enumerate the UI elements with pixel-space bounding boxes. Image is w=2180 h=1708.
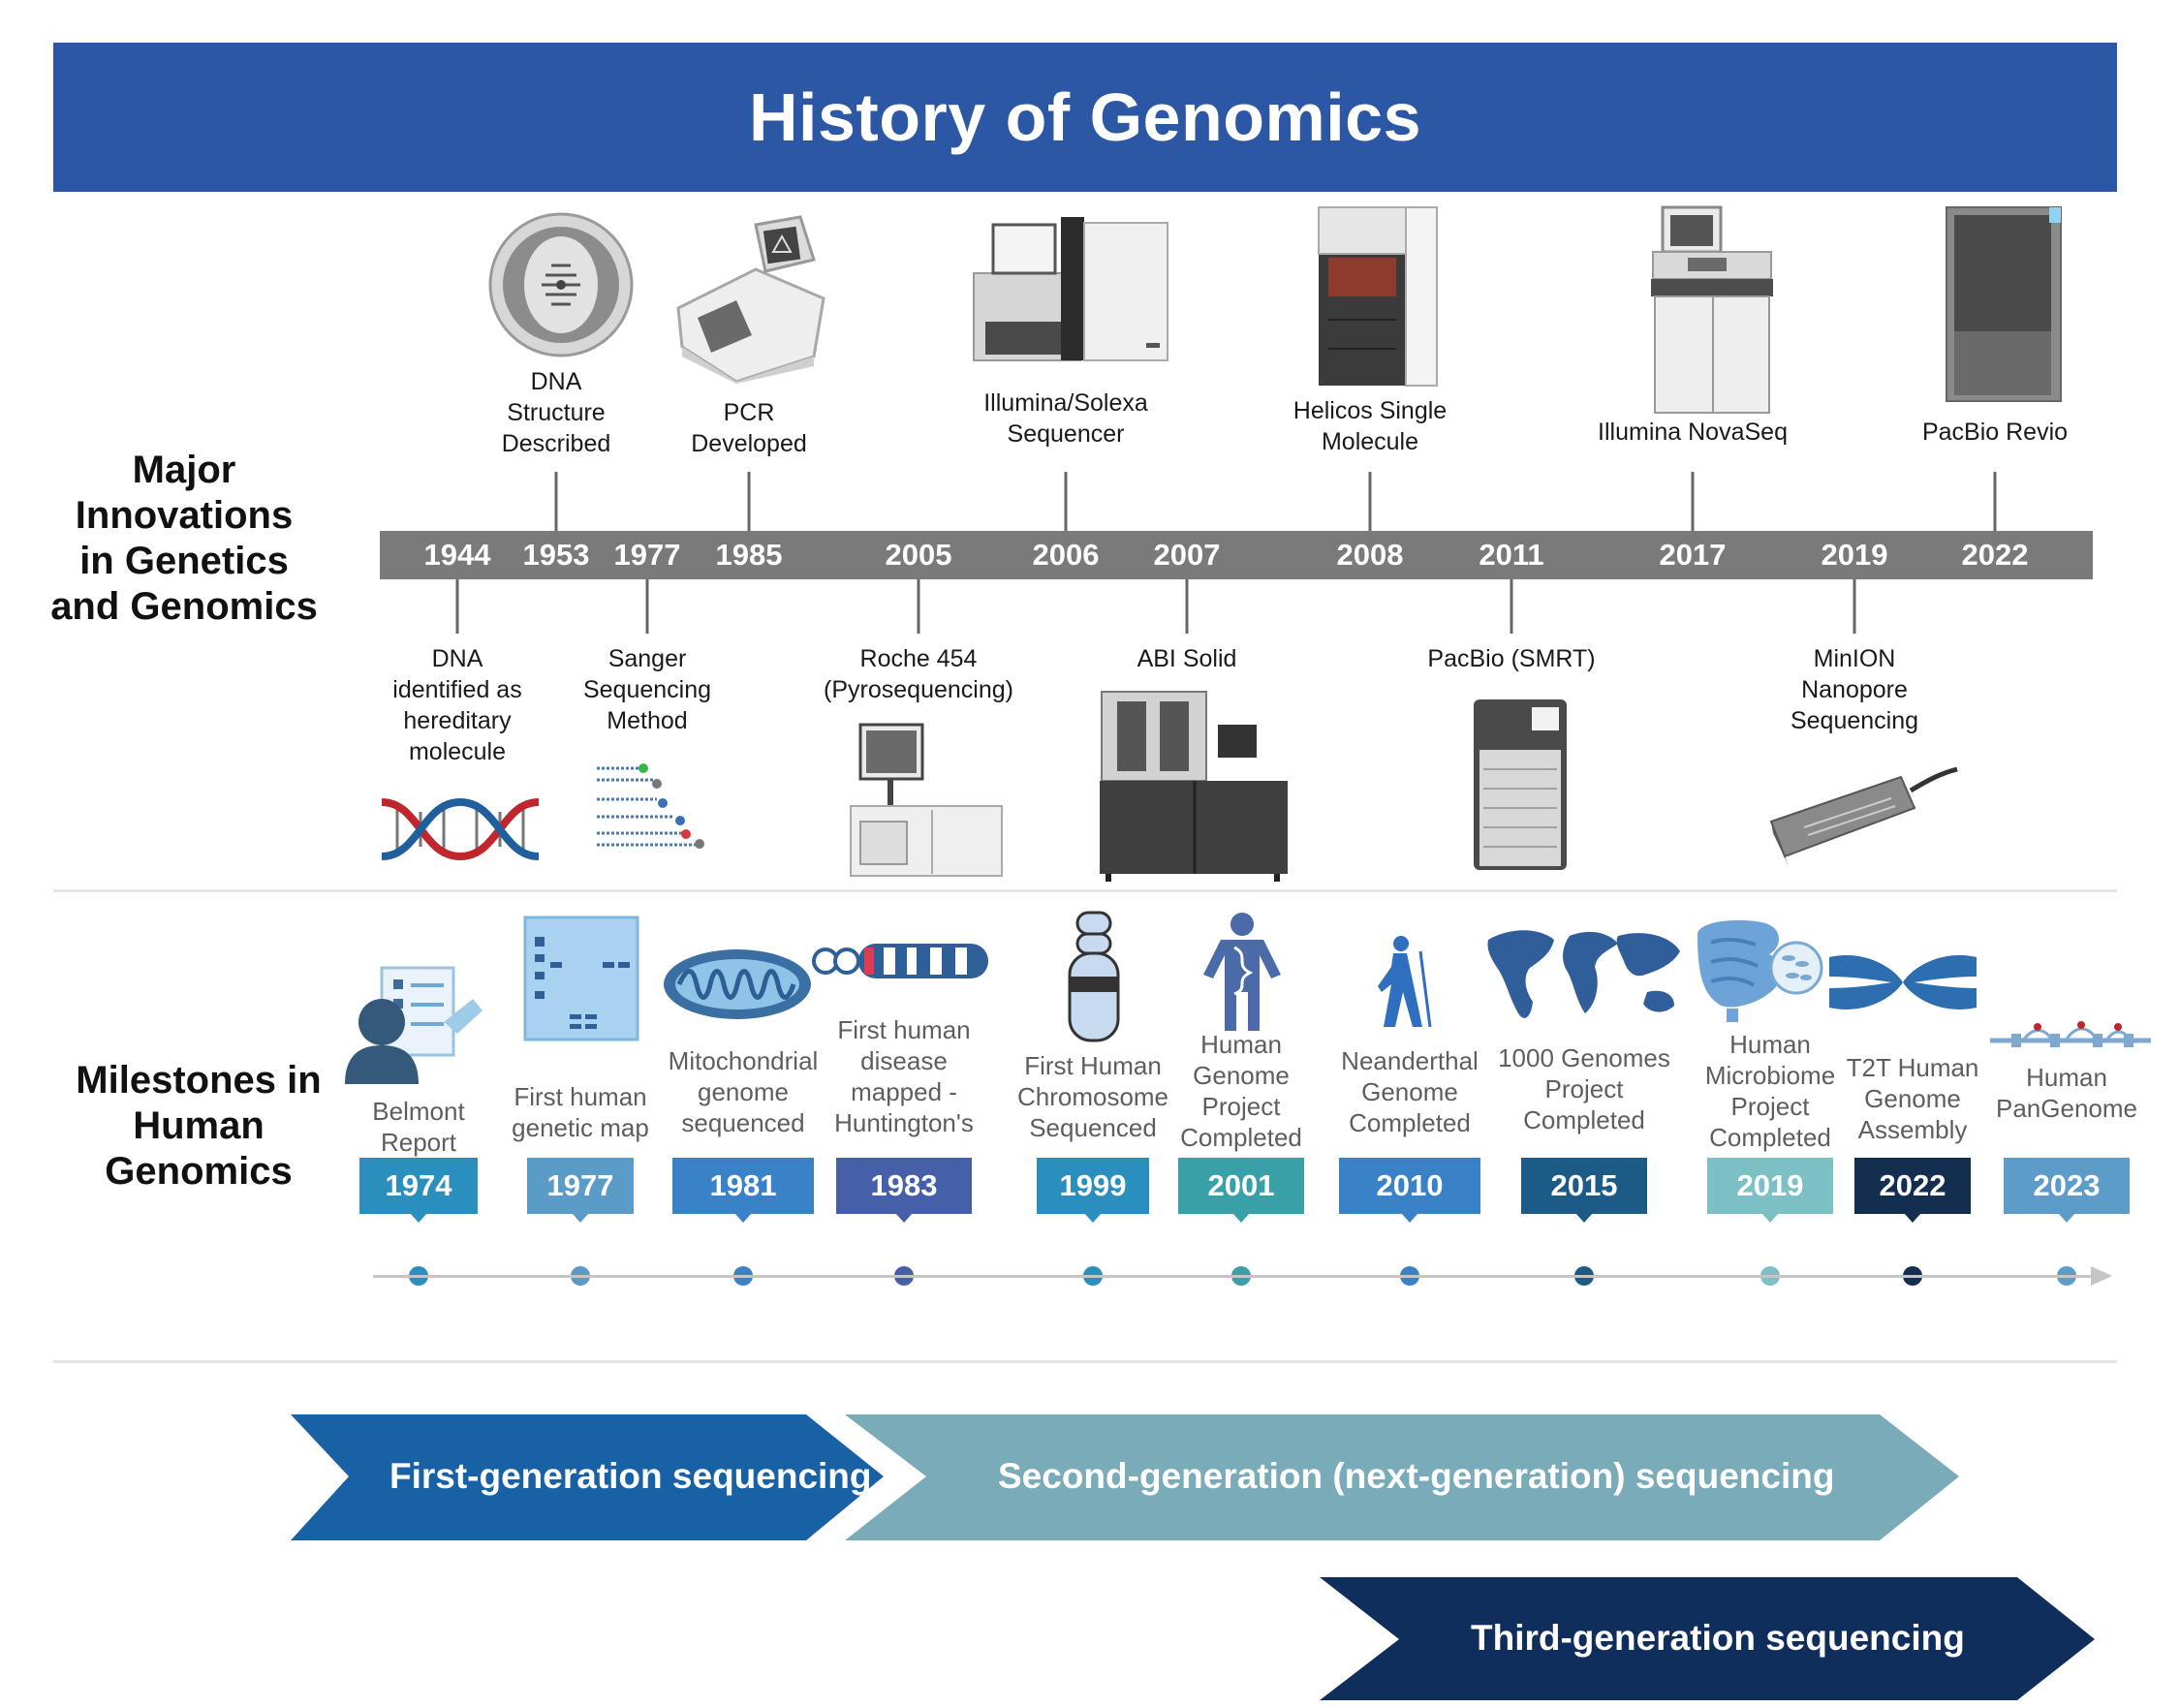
helicos-sequencer-icon [1318, 206, 1438, 387]
innovation-tick-2006 [1064, 472, 1068, 531]
innovation-tick-1977 [645, 579, 649, 634]
timeline-year-1977: 1977 [613, 538, 681, 572]
milestone-year-1981: 1981 [672, 1158, 814, 1223]
timeline-year-2017: 2017 [1659, 538, 1727, 572]
second-generation-label: Second-generation (next-generation) sequ… [998, 1456, 1835, 1496]
pangenome-graph-icon [1990, 1021, 2151, 1047]
timeline-year-2022: 2022 [1961, 538, 2029, 572]
innovation-label-2007: ABI Solid [1137, 645, 1237, 672]
person-checklist-icon [345, 966, 483, 1084]
timeline-year-2011: 2011 [1479, 538, 1544, 572]
dna-helix-icon [381, 797, 540, 861]
pcr-machine-icon [676, 215, 825, 384]
milestone-year-2019: 2019 [1707, 1158, 1833, 1223]
timeline-year-2019: 2019 [1821, 538, 1888, 572]
timeline-year-2008: 2008 [1336, 538, 1404, 572]
innovation-label-2022: PacBio Revio [1921, 419, 2069, 446]
milestone-year-1983: 1983 [836, 1158, 972, 1223]
innovation-tick-2017 [1691, 472, 1695, 531]
timeline-year-1944: 1944 [423, 538, 491, 572]
timeline-year-2005: 2005 [885, 538, 952, 572]
timeline-year-1953: 1953 [522, 538, 590, 572]
innovation-tick-2005 [917, 579, 920, 634]
milestone-year-2001: 2001 [1178, 1158, 1304, 1223]
milestone-year-2010: 2010 [1339, 1158, 1480, 1223]
neanderthal-icon [1378, 936, 1432, 1028]
pacbio-revio-icon [1946, 206, 2062, 402]
x-chromosome-icon [1829, 955, 1977, 1009]
milestone-axis-arrowhead [2091, 1266, 2112, 1286]
innovation-timeline-bar [380, 531, 2093, 579]
innovation-label-2011: PacBio (SMRT) [1427, 645, 1596, 672]
human-dna-icon [1203, 913, 1281, 1031]
divider-bottom [53, 1360, 2117, 1363]
milestone-year-1999: 1999 [1037, 1158, 1149, 1223]
innovation-tick-2011 [1510, 579, 1513, 634]
innovation-label-2017: Illumina NovaSeq [1598, 419, 1788, 446]
innovation-tick-2022 [1993, 472, 1997, 531]
third-generation-label: Third-generation sequencing [1471, 1618, 1965, 1658]
innovation-tick-1944 [455, 579, 459, 634]
roche-454-icon [850, 723, 1003, 877]
abi-solid-icon [1100, 691, 1288, 882]
innovation-tick-1953 [554, 472, 558, 531]
chromosome-map-icon [812, 944, 988, 978]
milestone-year-1974: 1974 [359, 1158, 478, 1223]
innovation-tick-2019 [1853, 579, 1856, 634]
sanger-reads-icon [597, 763, 704, 849]
novaseq-icon [1651, 205, 1773, 414]
divider-top [53, 889, 2117, 892]
intestine-microbe-icon [1697, 919, 1823, 1022]
innovation-label-2005: Roche 454(Pyrosequencing) [824, 645, 1013, 703]
dna-diffraction-icon [488, 212, 634, 357]
world-map-icon [1487, 930, 1680, 1018]
mitochondrion-icon [664, 949, 811, 1019]
minion-icon [1769, 766, 1958, 866]
milestone-year-1977: 1977 [527, 1158, 634, 1223]
milestone-axis [373, 1275, 2093, 1278]
timeline-year-2006: 2006 [1032, 538, 1100, 572]
chromosome-icon [1068, 911, 1120, 1042]
milestone-year-2022: 2022 [1854, 1158, 1971, 1223]
page-title: History of Genomics [748, 79, 1422, 155]
pacbio-smrt-icon [1474, 699, 1567, 870]
innovation-tick-2008 [1368, 472, 1372, 531]
title-banner: History of Genomics [53, 43, 2117, 192]
innovation-tick-2007 [1185, 579, 1189, 634]
milestone-year-2023: 2023 [2004, 1158, 2130, 1223]
milestone-year-2015: 2015 [1521, 1158, 1647, 1223]
gel-map-icon [523, 916, 639, 1041]
first-generation-label: First-generation sequencing [389, 1456, 872, 1496]
innovation-tick-1985 [747, 472, 751, 531]
illumina-solexa-icon [973, 217, 1168, 361]
timeline-year-1985: 1985 [715, 538, 783, 572]
timeline-year-2007: 2007 [1153, 538, 1221, 572]
